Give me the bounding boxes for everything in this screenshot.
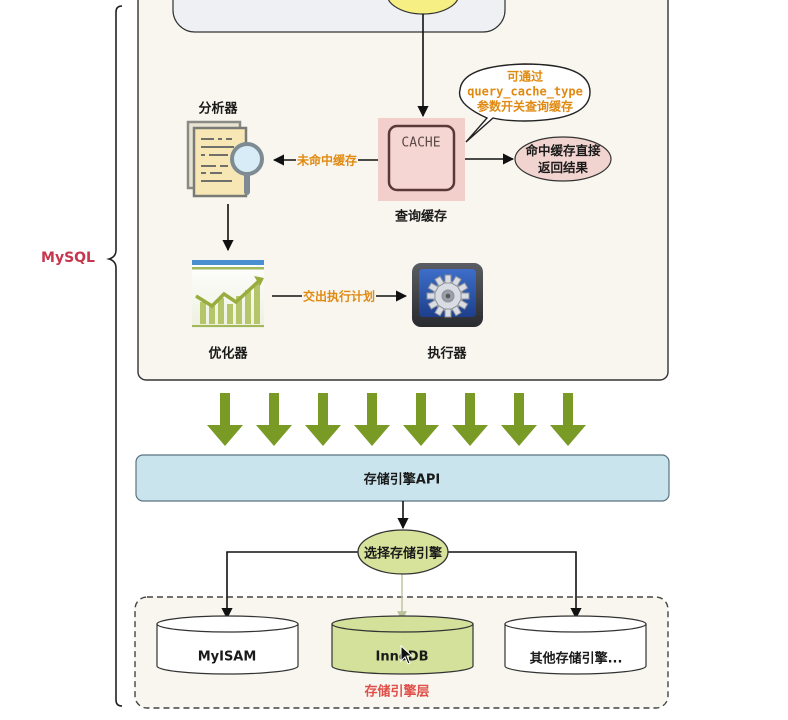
chart-trend-icon <box>192 260 264 328</box>
cache-toggle-callout-bubble <box>458 63 591 143</box>
down-arrow <box>501 393 537 446</box>
engine-cylinder-myisam <box>156 615 299 675</box>
analyzer-label: 分析器 <box>198 101 238 117</box>
engine-cylinder-other <box>504 615 647 675</box>
down-arrow <box>550 393 586 446</box>
mouse-cursor-icon <box>400 645 414 665</box>
edge-select-to-myisam <box>221 551 358 620</box>
cache-hit-result-node <box>514 136 612 182</box>
optimizer-label: 优化器 <box>208 346 248 362</box>
down-arrow <box>452 393 488 446</box>
callout-line-3: 参数开关查询缓存 <box>476 99 573 114</box>
storage-api-label: 存储引擎API <box>363 472 441 488</box>
down-arrows-group <box>207 393 586 446</box>
edge-select-to-other <box>448 551 582 620</box>
cache-icon <box>378 118 465 201</box>
callout-line-1: 可通过 <box>506 69 543 84</box>
executor-label: 执行器 <box>427 346 467 362</box>
mysql-brace <box>106 5 123 707</box>
query-cache-label: 查询缓存 <box>394 209 448 225</box>
down-arrow <box>256 393 292 446</box>
down-arrow <box>207 393 243 446</box>
select-engine-node <box>357 529 449 575</box>
cache-miss-label: 未命中缓存 <box>295 151 359 169</box>
cache-hit-line-1: 命中缓存直接 <box>525 143 601 158</box>
select-engine-label: 选择存储引擎 <box>363 546 443 562</box>
hand-over-plan-label: 交出执行计划 <box>301 287 377 305</box>
storage-layer-label: 存储引擎层 <box>364 684 430 700</box>
cache-hit-line-2: 返回结果 <box>537 160 589 175</box>
gear-icon <box>412 263 483 327</box>
engine-label-other: 其他存储引擎... <box>529 651 623 667</box>
engine-label-myisam: MyISAM <box>197 649 257 665</box>
mysql-label: MySQL <box>41 250 95 266</box>
cache-hit-result-text: 命中缓存直接 返回结果 <box>525 142 600 176</box>
document-magnifier-icon <box>186 120 264 198</box>
cache-toggle-callout: 可通过 query_cache_type 参数开关查询缓存 <box>467 70 583 115</box>
cache-box-text: CACHE <box>401 135 441 151</box>
connector-box <box>172 0 506 33</box>
down-arrow <box>354 393 390 446</box>
callout-line-2: query_cache_type <box>467 84 583 99</box>
down-arrow <box>305 393 341 446</box>
down-arrow <box>403 393 439 446</box>
